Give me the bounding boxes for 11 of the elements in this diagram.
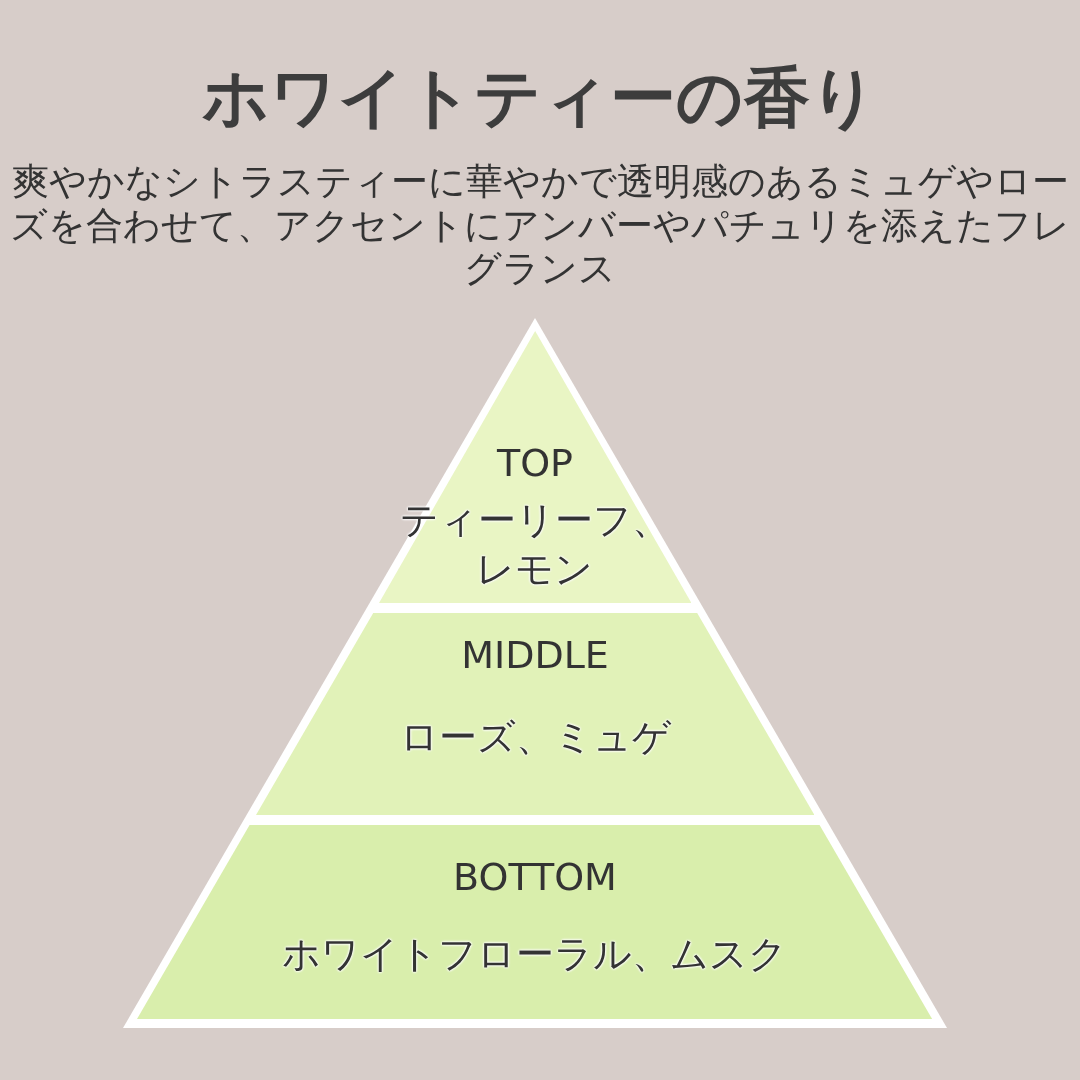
tier-heading: MIDDLE bbox=[460, 633, 610, 677]
tier-notes: ティーリーフ、レモン bbox=[399, 497, 671, 594]
description-text: 爽やかなシトラスティーに華やかで透明感のあるミュゲやローズを合わせて、アクセントにアンバーやパチュリを添えたフレグランス bbox=[10, 160, 1070, 291]
title: ホワイトティーの香り bbox=[201, 58, 879, 138]
tier-heading: BOTTOM bbox=[452, 855, 618, 899]
pyramid-tier bbox=[137, 825, 933, 1019]
tier-notes: ローズ、ミュゲ bbox=[398, 714, 672, 761]
tier-heading: TOP bbox=[495, 441, 574, 485]
pyramid-tier bbox=[378, 331, 692, 603]
tier-notes: ホワイトフローラル、ムスク bbox=[281, 931, 789, 978]
pyramid-tier bbox=[255, 613, 815, 815]
